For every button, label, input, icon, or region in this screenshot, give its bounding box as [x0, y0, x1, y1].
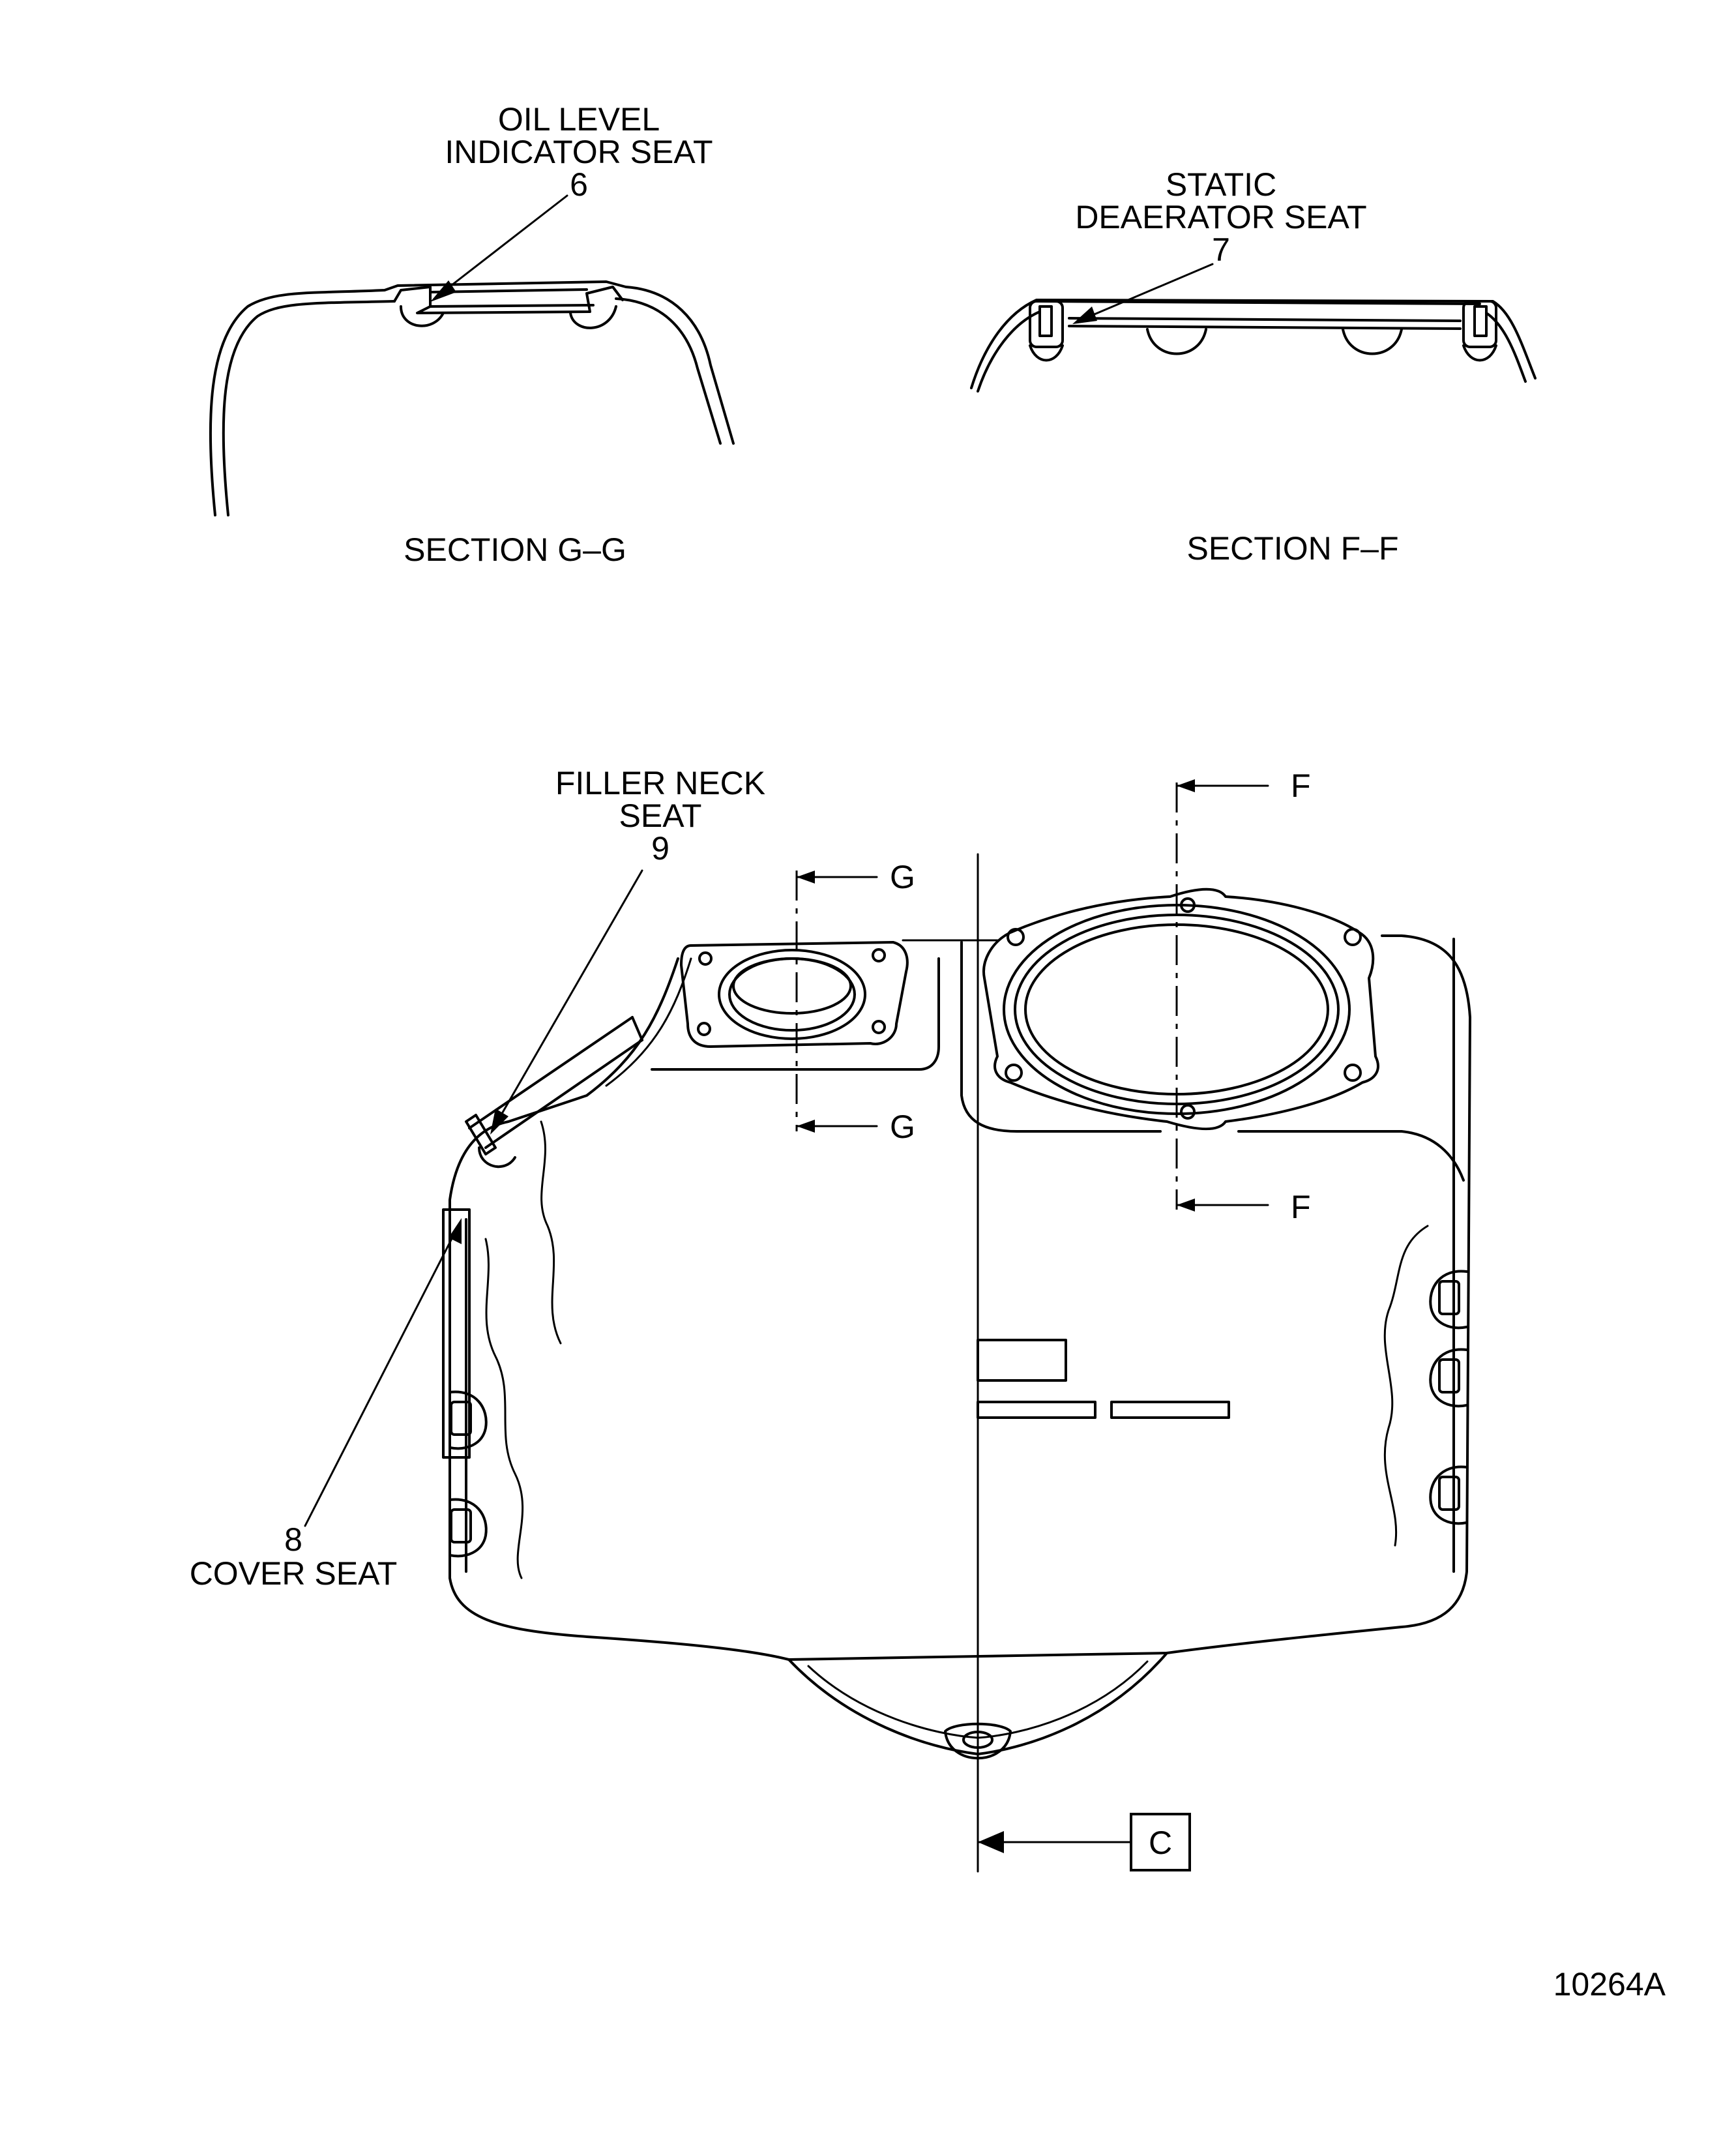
nameplate-upper: [977, 1339, 1067, 1382]
nameplate-lower-right: [1110, 1401, 1230, 1419]
oil-level-callout-number: 6: [570, 166, 588, 203]
leader-line-8: [304, 1226, 459, 1527]
filler-neck-flange: [680, 941, 909, 1048]
filler-neck-label-line2: SEAT: [619, 797, 702, 834]
filler-neck-callout-number: 9: [651, 830, 669, 867]
filler-neck-label-line1: FILLER NECK: [555, 765, 765, 801]
cover-seat-callout-number: 8: [284, 1521, 302, 1558]
section-f-f-caption: SECTION F–F: [1186, 530, 1398, 567]
static-deaerator-label-line1: STATIC: [1166, 166, 1276, 203]
filler-neck-pipe: [465, 1016, 643, 1169]
datum-c-label: C: [1149, 1825, 1172, 1861]
leader-line-9: [494, 869, 643, 1126]
static-deaerator-label-line2: DEAERATOR SEAT: [1075, 199, 1366, 235]
deaerator-flange: [982, 887, 1379, 1131]
cutting-plane-f: [1175, 779, 1269, 1212]
cutting-plane-f-bottom-label: F: [1291, 1189, 1311, 1225]
cutting-plane-g: [795, 871, 878, 1133]
oil-level-label-line1: OIL LEVEL: [498, 101, 660, 138]
figure-id: 10264A: [1553, 1966, 1666, 2003]
arrowhead-8: [449, 1218, 462, 1244]
cutting-plane-f-top-label: F: [1291, 767, 1311, 804]
cover-seat-label: COVER SEAT: [190, 1555, 398, 1592]
tank-main-view: [442, 887, 1471, 1760]
cutting-plane-g-bottom-label: G: [890, 1109, 915, 1145]
leader-line-6: [435, 194, 568, 298]
arrowhead-6: [430, 280, 456, 302]
section-g-g-view: [209, 194, 735, 516]
nameplate-lower-left: [977, 1401, 1096, 1419]
static-deaerator-callout-number: 7: [1212, 231, 1230, 268]
section-g-g-caption: SECTION G–G: [404, 531, 626, 568]
arrowhead-9: [490, 1109, 508, 1135]
section-f-f-view: [970, 263, 1537, 393]
oil-level-label-line2: INDICATOR SEAT: [445, 134, 713, 170]
arrowhead-7: [1072, 306, 1097, 324]
cutting-plane-g-top-label: G: [890, 859, 915, 895]
datum-c-marker: [977, 1813, 1191, 1871]
leader-line-7: [1081, 263, 1214, 321]
